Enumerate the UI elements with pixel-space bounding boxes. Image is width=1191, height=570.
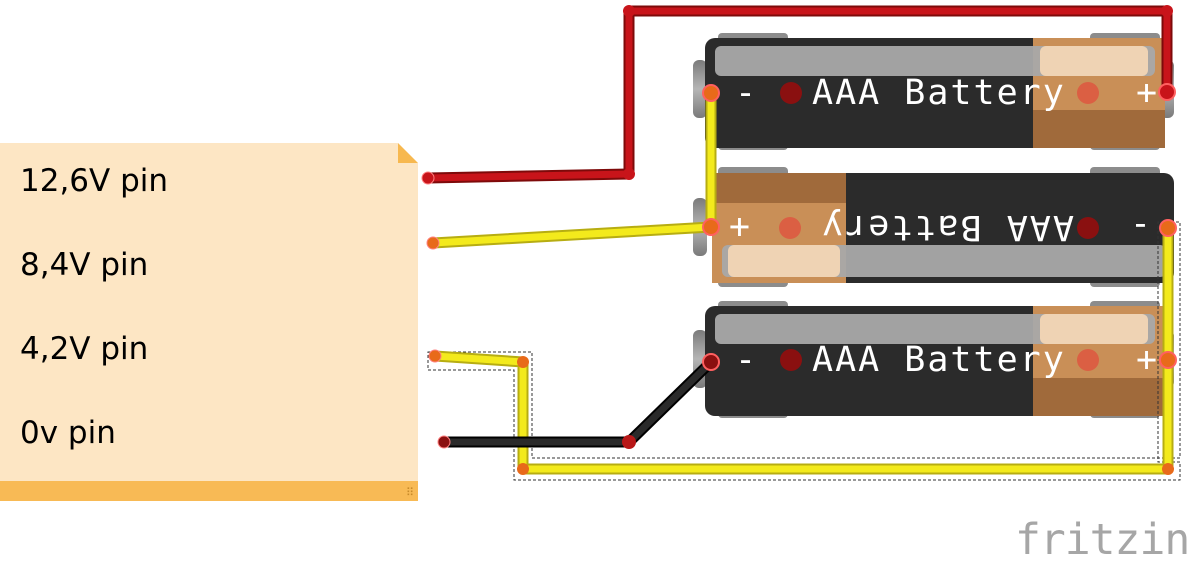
pin-label-0v: 0v pin <box>20 415 116 451</box>
battery-3[interactable]: - AAA Battery + <box>693 301 1174 418</box>
fritzing-watermark: fritzing <box>1015 515 1191 565</box>
battery-2-minus-sign: - <box>1128 207 1151 247</box>
sticky-note[interactable]: 12,6V pin 8,4V pin 4,2V pin 0v pin ⠿ <box>0 143 418 501</box>
battery-1-end-minus <box>693 60 707 118</box>
battery-1-minus-sign: - <box>735 73 758 113</box>
battery-1-plus-sign: + <box>1136 73 1159 113</box>
endpoint-0v[interactable] <box>437 435 451 449</box>
battery-3-minus-sign: - <box>735 340 758 380</box>
battery-2-plus-sign: + <box>727 207 750 247</box>
endpoint-8-4v[interactable] <box>426 236 440 250</box>
wire-endpoints <box>421 5 1177 475</box>
battery-2-label: AAA Battery <box>820 207 1074 247</box>
wire-8-4v-yellow[interactable] <box>429 223 715 247</box>
battery-1[interactable]: - AAA Battery + <box>693 33 1174 150</box>
endpoint-12-6v[interactable] <box>421 171 435 185</box>
resize-grip-icon[interactable]: ⠿ <box>405 486 414 499</box>
note-corner-fold <box>398 143 418 163</box>
endpoint-4-2v[interactable] <box>428 349 442 363</box>
pin-label-8-4v: 8,4V pin <box>20 247 149 283</box>
battery-3-marker <box>780 349 802 371</box>
battery-2-marker <box>1077 217 1099 239</box>
battery-1-marker <box>780 82 802 104</box>
pin-label-12-6v: 12,6V pin <box>20 163 169 199</box>
wire-selection-outline <box>427 221 1181 481</box>
battery-2[interactable]: - AAA Battery + <box>693 167 1174 287</box>
wire-0v-black[interactable] <box>444 359 714 446</box>
note-footer: ⠿ <box>0 481 418 501</box>
battery-3-label: AAA Battery <box>812 340 1066 380</box>
pin-label-4-2v: 4,2V pin <box>20 331 149 367</box>
battery-1-label: AAA Battery <box>812 73 1066 113</box>
battery-3-plus-sign: + <box>1136 340 1159 380</box>
